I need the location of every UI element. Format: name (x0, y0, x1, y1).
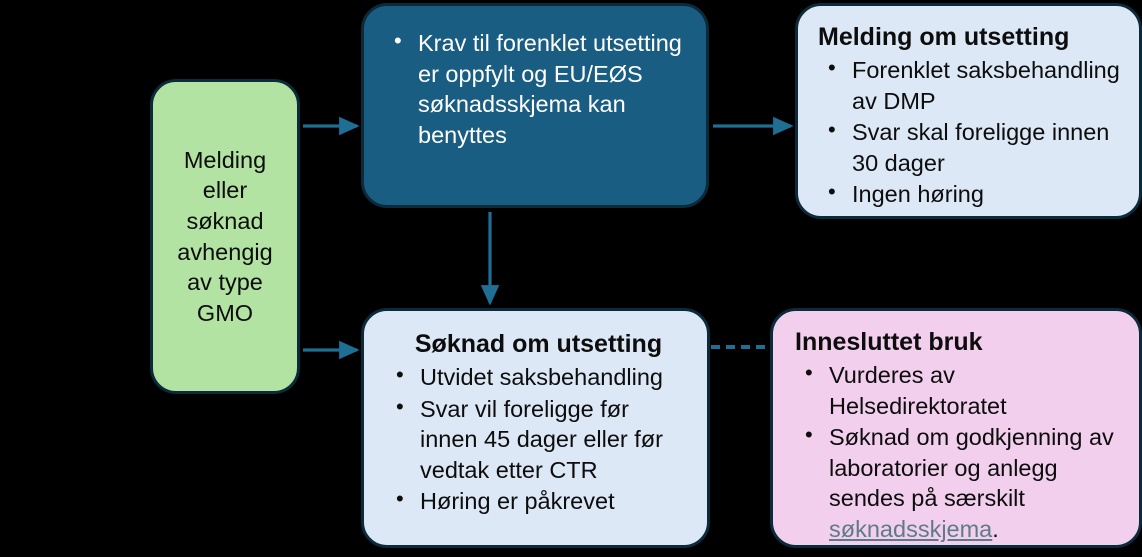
innesluttet-bullet-list: Vurderes av Helsedirektoratet Søknad om … (795, 359, 1125, 544)
soknad-bullet-list: Utvidet saksbehandling Svar vil foreligg… (386, 361, 691, 517)
innesluttet-bullet-1: Vurderes av Helsedirektoratet (795, 359, 1125, 421)
condition-bullet-1: Krav til forenklet utsetting er oppfylt … (386, 27, 686, 150)
node-melding-om-utsetting[interactable]: Melding om utsetting Forenklet saksbehan… (795, 3, 1142, 219)
melding-bullet-2: Svar skal foreligge innen 30 dager (818, 116, 1125, 178)
node-condition-krav-til-forenklet-utsetting[interactable]: Krav til forenklet utsetting er oppfylt … (361, 3, 709, 208)
innesluttet-bullet-2: Søknad om godkjenning av laboratorier og… (795, 421, 1125, 544)
node-innesluttet-bruk[interactable]: Innesluttet bruk Vurderes av Helsedirekt… (770, 308, 1142, 548)
start-line-6: GMO (196, 299, 254, 326)
innesluttet-bullet-2-suffix: . (992, 515, 999, 542)
start-line-5: av type (187, 269, 263, 296)
node-start-melding-eller-soknad[interactable]: Melding eller søknad avhengig av type GM… (150, 79, 300, 394)
soknad-bullet-3: Høring er påkrevet (386, 485, 691, 517)
start-line-4: avhengig (177, 238, 273, 265)
innesluttet-title: Innesluttet bruk (795, 328, 983, 356)
start-line-1: Melding (183, 146, 267, 173)
melding-bullet-3: Ingen høring (818, 178, 1125, 210)
soknad-bullet-2: Svar vil foreligge før innen 45 dager el… (386, 393, 691, 486)
innesluttet-bullet-2-text: Søknad om godkjenning av laboratorier og… (829, 424, 1114, 512)
start-line-3: søknad (186, 207, 264, 234)
soknad-title: Søknad om utsetting (414, 330, 663, 358)
soknad-bullet-1: Utvidet saksbehandling (386, 361, 691, 393)
melding-bullet-1: Forenklet saksbehandling av DMP (818, 54, 1125, 116)
start-line-2: eller (202, 177, 248, 204)
melding-title: Melding om utsetting (818, 23, 1070, 51)
melding-bullet-list: Forenklet saksbehandling av DMP Svar ska… (818, 54, 1125, 210)
node-soknad-om-utsetting[interactable]: Søknad om utsetting Utvidet saksbehandli… (361, 308, 710, 548)
soknadsskjema-link[interactable]: søknadsskjema (829, 515, 993, 542)
condition-bullet-list: Krav til forenklet utsetting er oppfylt … (386, 27, 686, 150)
